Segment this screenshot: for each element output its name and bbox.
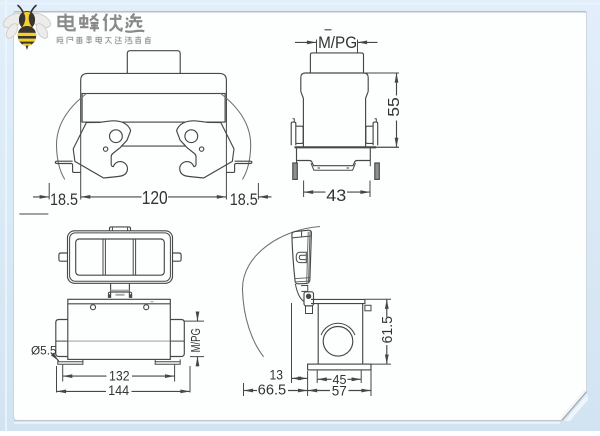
svg-text:M/PG: M/PG xyxy=(318,34,357,52)
svg-text:13: 13 xyxy=(270,368,284,383)
svg-text:144: 144 xyxy=(108,383,129,398)
svg-text:45: 45 xyxy=(333,373,347,387)
svg-text:55: 55 xyxy=(386,97,403,117)
svg-text:18.5: 18.5 xyxy=(230,190,258,209)
svg-text:43: 43 xyxy=(326,187,346,205)
svg-text:Ø5.5: Ø5.5 xyxy=(31,344,57,358)
svg-text:120: 120 xyxy=(142,187,168,208)
svg-text:132: 132 xyxy=(109,367,130,383)
svg-text:57: 57 xyxy=(332,384,347,399)
svg-text:M/PG: M/PG xyxy=(188,328,203,352)
svg-text:66.5: 66.5 xyxy=(258,383,287,399)
svg-text:61.5: 61.5 xyxy=(379,316,396,344)
svg-text:18.5: 18.5 xyxy=(50,190,78,209)
